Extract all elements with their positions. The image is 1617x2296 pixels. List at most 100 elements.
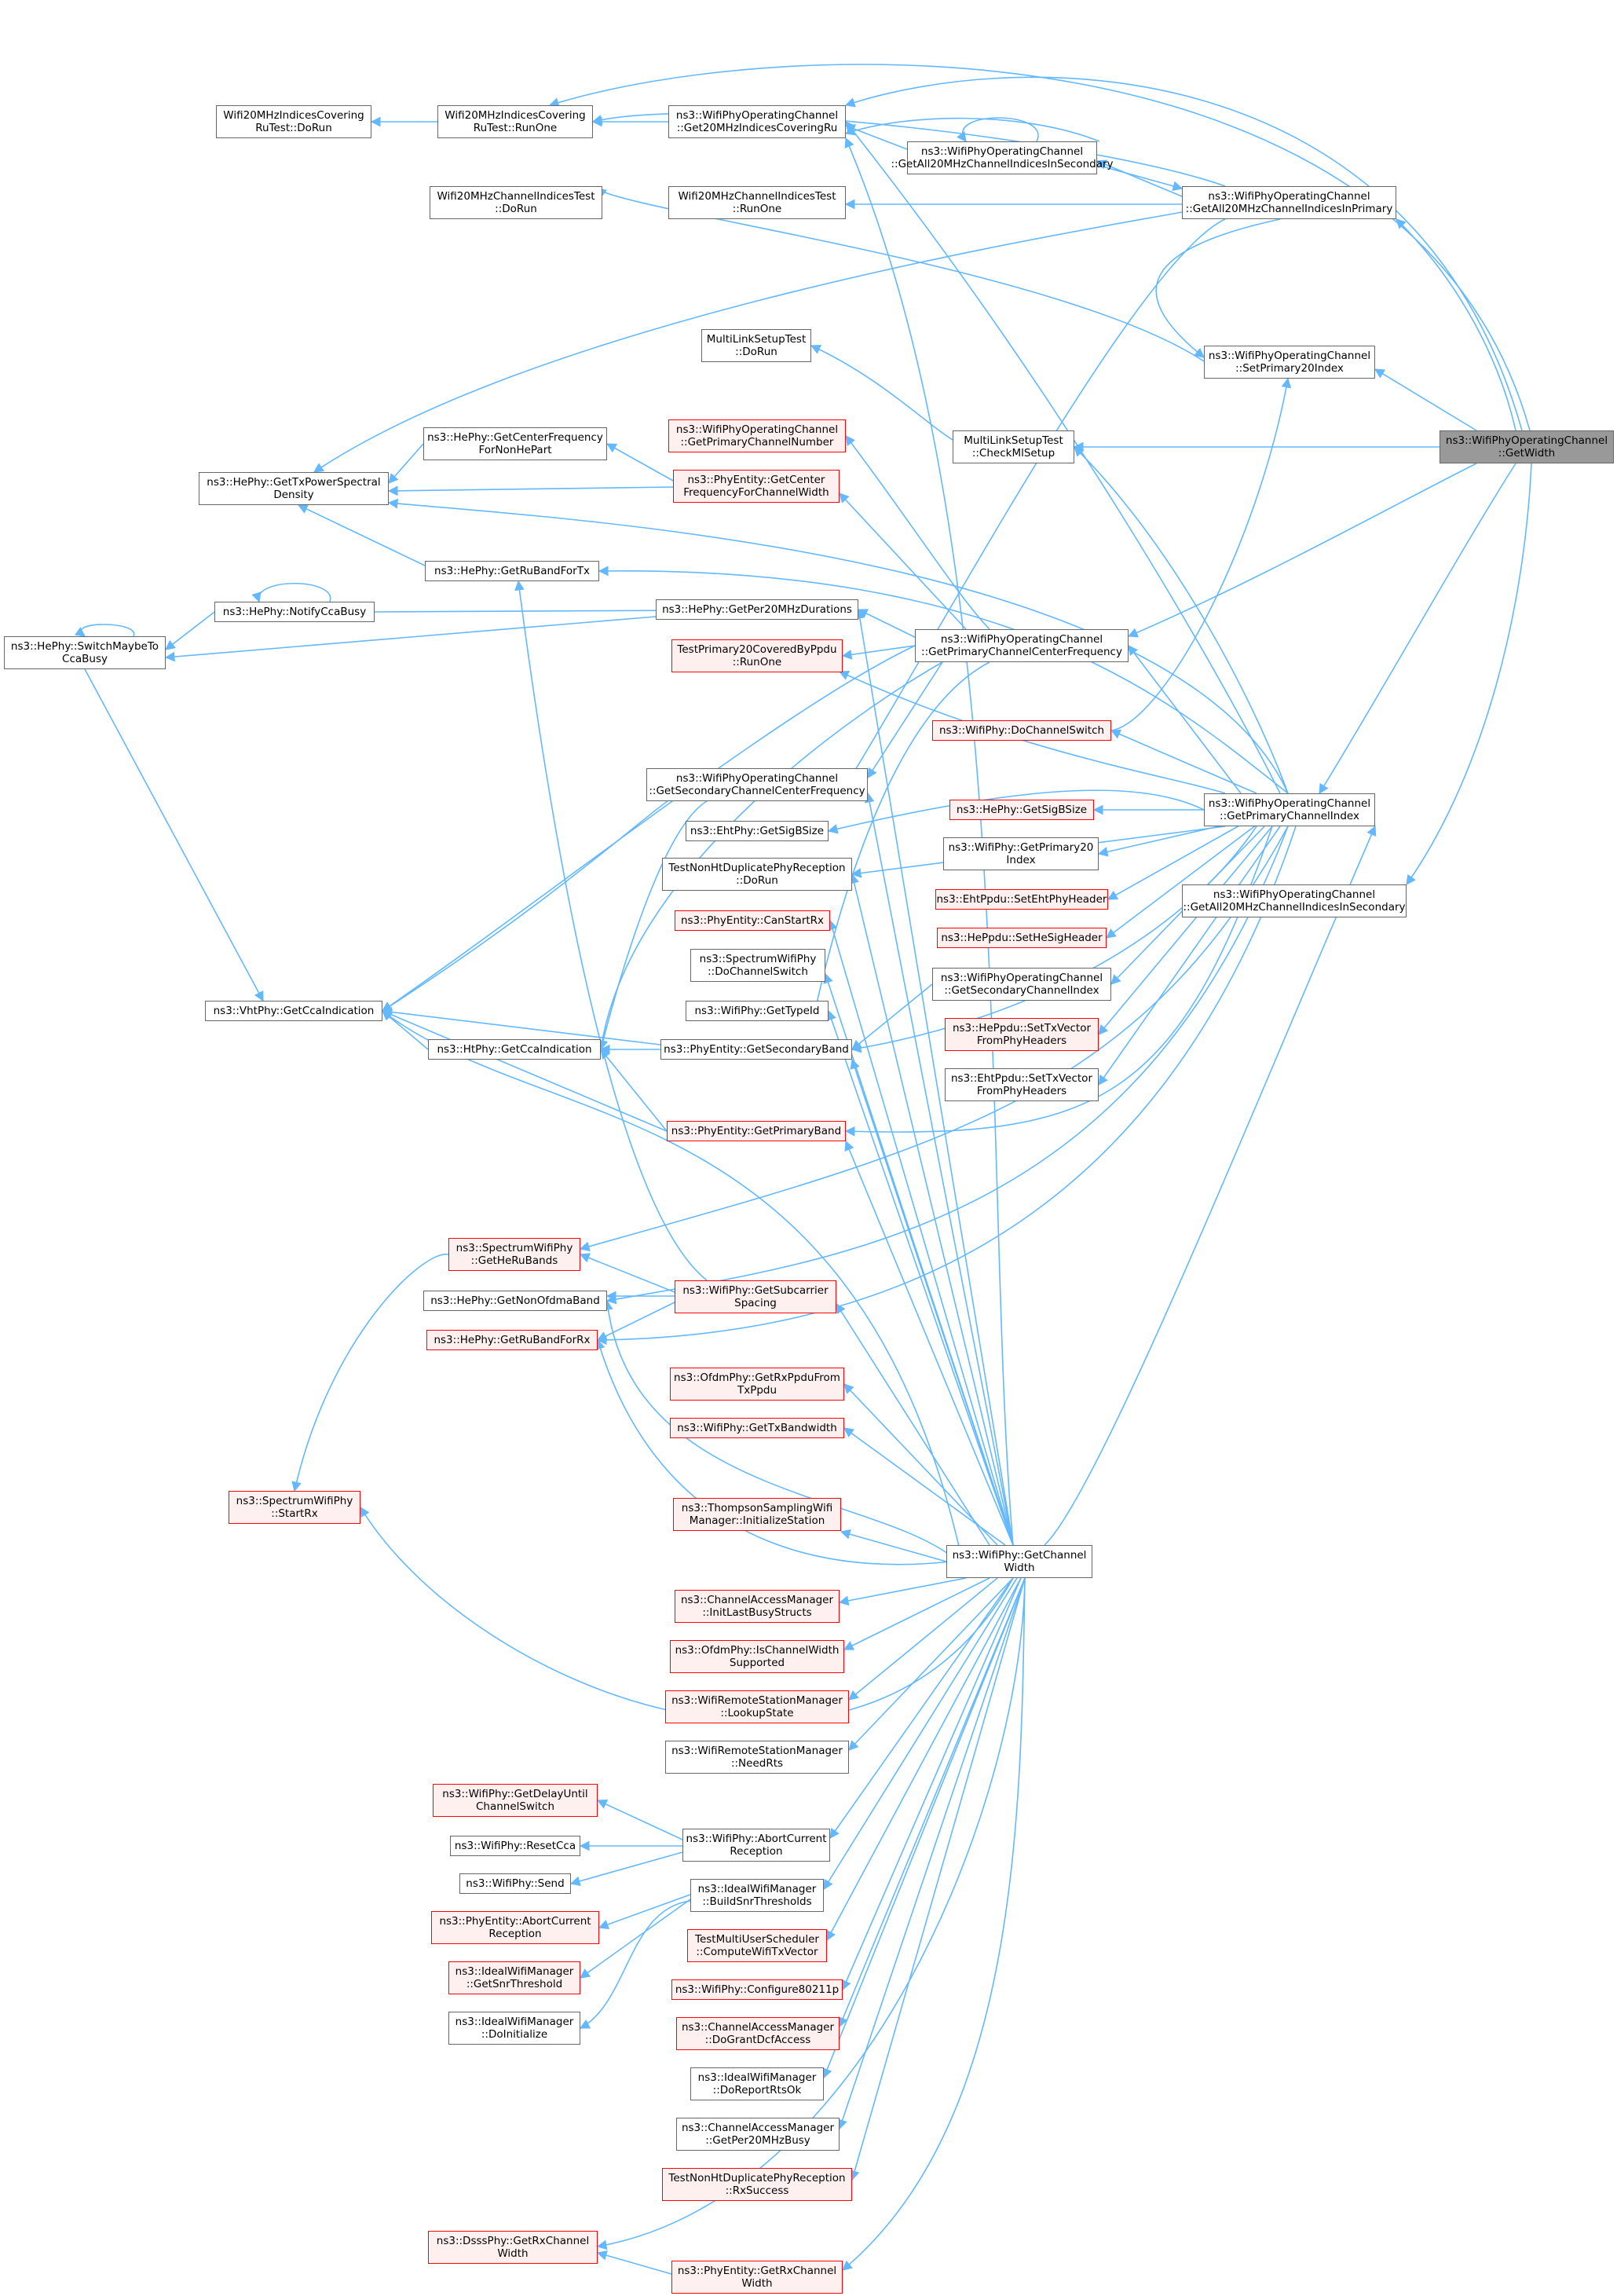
node-label: ns3::WifiPhy::GetTxBandwidth: [677, 1422, 837, 1434]
node-wifiphy-txbw[interactable]: ns3::WifiPhy::GetTxBandwidth: [670, 1418, 844, 1438]
call-edge: [600, 1049, 668, 1132]
node-specphy-dochsw[interactable]: ns3::SpectrumWifiPhy ::DoChannelSwitch: [690, 949, 825, 982]
node-wifiphy-abort[interactable]: ns3::WifiPhy::AbortCurrent Reception: [682, 1829, 830, 1862]
node-label: MultiLinkSetupTest: [964, 434, 1063, 447]
node-w20ch-runone[interactable]: Wifi20MHzChannelIndicesTest ::RunOne: [668, 186, 846, 219]
node-ofdm-iscw[interactable]: ns3::OfdmPhy::IsChannelWidth Supported: [670, 1640, 844, 1673]
node-hephy-nonofdma[interactable]: ns3::HePhy::GetNonOfdmaBand: [423, 1291, 607, 1311]
node-vhtphy-cca[interactable]: ns3::VhtPhy::GetCcaIndication: [205, 1001, 382, 1021]
node-w20ru-dorun[interactable]: Wifi20MHzIndicesCovering RuTest::DoRun: [216, 105, 371, 138]
node-dsss-getrxcw[interactable]: ns3::DsssPhy::GetRxChannel Width: [428, 2231, 598, 2264]
node-mls-dorun[interactable]: MultiLinkSetupTest ::DoRun: [701, 329, 811, 362]
node-ideal-build[interactable]: ns3::IdealWifiManager ::BuildSnrThreshol…: [690, 1879, 824, 1912]
node-wifiphy-dochsw[interactable]: ns3::WifiPhy::DoChannelSwitch: [932, 720, 1111, 741]
call-edge: [579, 1899, 691, 1979]
node-hephy-cfnonhe[interactable]: ns3::HePhy::GetCenterFrequency ForNonHeP…: [423, 427, 607, 460]
node-getall20sec-b[interactable]: ns3::WifiPhyOperatingChannel ::GetAll20M…: [1182, 884, 1407, 917]
call-edge: [1096, 164, 1183, 192]
call-edge: [838, 670, 1226, 794]
node-hephy-sigb[interactable]: ns3::HePhy::GetSigBSize: [949, 800, 1094, 820]
node-hephy-per20[interactable]: ns3::HePhy::GetPer20MHzDurations: [656, 599, 858, 620]
node-wifiphy-typeid[interactable]: ns3::WifiPhy::GetTypeId: [686, 1001, 829, 1021]
node-ideal-reportrts[interactable]: ns3::IdealWifiManager ::DoReportRtsOk: [690, 2067, 824, 2100]
call-edge: [1107, 824, 1242, 900]
node-specphy-startrx[interactable]: ns3::SpectrumWifiPhy ::StartRx: [229, 1491, 360, 1524]
call-edge: [845, 120, 1281, 794]
call-edge: [836, 1302, 990, 1546]
node-testnonht-rx[interactable]: TestNonHtDuplicatePhyReception ::RxSucce…: [662, 2168, 852, 2201]
call-edge: [837, 1577, 1026, 2130]
node-label: ns3::IdealWifiManager: [697, 2071, 817, 2084]
node-getwidth-line2: ::GetWidth: [1498, 447, 1556, 460]
node-get20cov[interactable]: ns3::WifiPhyOperatingChannel ::Get20MHzI…: [668, 105, 846, 138]
node-heppdu-settx[interactable]: ns3::HePpdu::SetTxVector FromPhyHeaders: [945, 1018, 1099, 1051]
node-phyent-cfcw[interactable]: ns3::PhyEntity::GetCenter FrequencyForCh…: [673, 470, 840, 503]
node-mls-check[interactable]: MultiLinkSetupTest ::CheckMlSetup: [953, 430, 1074, 463]
node-label: ns3::PhyEntity::GetPrimaryBand: [671, 1125, 842, 1137]
node-phyent-abort[interactable]: ns3::PhyEntity::AbortCurrent Reception: [431, 1911, 599, 1944]
node-wifiphy-resetcca[interactable]: ns3::WifiPhy::ResetCca: [450, 1836, 580, 1856]
node-phyent-getrxcw[interactable]: ns3::PhyEntity::GetRxChannel Width: [671, 2261, 843, 2294]
node-getprimcf[interactable]: ns3::WifiPhyOperatingChannel ::GetPrimar…: [915, 629, 1129, 662]
node-label: ns3::WifiPhy::ResetCca: [454, 1840, 576, 1852]
node-getall20sec-a[interactable]: ns3::WifiPhyOperatingChannel ::GetAll20M…: [891, 141, 1114, 174]
node-hephy-rubandrx[interactable]: ns3::HePhy::GetRuBandForRx: [426, 1330, 598, 1350]
node-hephy-rubandtx[interactable]: ns3::HePhy::GetRuBandForTx: [425, 561, 599, 581]
node-w20ch-dorun[interactable]: Wifi20MHzChannelIndicesTest ::DoRun: [430, 186, 602, 219]
node-w20ru-runone[interactable]: Wifi20MHzIndicesCovering RuTest::RunOne: [437, 105, 593, 138]
node-hephy-switch[interactable]: ns3::HePhy::SwitchMaybeTo CcaBusy: [4, 636, 166, 669]
node-wrsm-needrts[interactable]: ns3::WifiRemoteStationManager ::NeedRts: [665, 1741, 849, 1774]
call-edge: [850, 1577, 1026, 2181]
node-testnonht-dorun[interactable]: TestNonHtDuplicatePhyReception ::DoRun: [662, 858, 852, 891]
node-wifiphy-send[interactable]: ns3::WifiPhy::Send: [459, 1873, 571, 1894]
node-setpri20[interactable]: ns3::WifiPhyOperatingChannel ::SetPrimar…: [1204, 346, 1375, 379]
node-wifiphy-getcw[interactable]: ns3::WifiPhy::GetChannel Width: [946, 1545, 1092, 1578]
call-edge: [548, 64, 1531, 431]
call-edge: [823, 972, 1014, 1546]
node-wifiphy-cfg[interactable]: ns3::WifiPhy::Configure80211p: [671, 1979, 843, 2000]
node-label: ns3::WifiPhyOperatingChannel: [675, 109, 839, 122]
node-getseccf[interactable]: ns3::WifiPhyOperatingChannel ::GetSecond…: [646, 768, 868, 801]
node-specphy-heru[interactable]: ns3::SpectrumWifiPhy ::GetHeRuBands: [448, 1238, 580, 1271]
node-ideal-doinit[interactable]: ns3::IdealWifiManager ::DoInitialize: [448, 2012, 580, 2045]
call-edge: [602, 1299, 951, 1556]
node-cam-initlast[interactable]: ns3::ChannelAccessManager ::InitLastBusy…: [675, 1590, 840, 1623]
node-ofdm-getrx[interactable]: ns3::OfdmPhy::GetRxPpduFrom TxPpdu: [670, 1368, 844, 1401]
node-getsecidx[interactable]: ns3::WifiPhyOperatingChannel ::GetSecond…: [932, 968, 1111, 1001]
node-hephy-txpsd[interactable]: ns3::HePhy::GetTxPowerSpectral Density: [199, 472, 389, 505]
node-wifiphy-delay[interactable]: ns3::WifiPhy::GetDelayUntil ChannelSwitc…: [433, 1784, 598, 1817]
call-edge: [810, 345, 953, 441]
node-wifiphy-subc[interactable]: ns3::WifiPhy::GetSubcarrier Spacing: [675, 1280, 836, 1313]
node-label: Wifi20MHzChannelIndicesTest: [437, 190, 595, 203]
node-thompson[interactable]: ns3::ThompsonSamplingWifi Manager::Initi…: [673, 1498, 841, 1531]
node-ehtppdu-settx[interactable]: ns3::EhtPpdu::SetTxVector FromPhyHeaders: [945, 1068, 1099, 1101]
node-ehtphy-sigb[interactable]: ns3::EhtPhy::GetSigBSize: [686, 821, 829, 841]
node-label: ns3::WifiPhy::GetPrimary20: [948, 841, 1094, 854]
node-ideal-getsnr[interactable]: ns3::IdealWifiManager ::GetSnrThreshold: [448, 1961, 580, 1994]
node-getprimchnum[interactable]: ns3::WifiPhyOperatingChannel ::GetPrimar…: [668, 419, 846, 452]
node-cam-per20[interactable]: ns3::ChannelAccessManager ::GetPer20MHzB…: [676, 2118, 840, 2151]
node-label: ::ComputeWifiTxVector: [696, 1946, 818, 1958]
node-getprim20[interactable]: ns3::WifiPhy::GetPrimary20 Index: [943, 837, 1099, 870]
node-getall20pri[interactable]: ns3::WifiPhyOperatingChannel ::GetAll20M…: [1182, 186, 1396, 219]
node-label: ::DoInitialize: [481, 2028, 548, 2041]
node-phyent-primband[interactable]: ns3::PhyEntity::GetPrimaryBand: [667, 1121, 846, 1141]
call-edge: [838, 1577, 967, 1606]
call-edge: [867, 661, 943, 779]
node-cam-grant[interactable]: ns3::ChannelAccessManager ::DoGrantDcfAc…: [676, 2017, 840, 2050]
node-getprimidx[interactable]: ns3::WifiPhyOperatingChannel ::GetPrimar…: [1204, 793, 1375, 826]
node-heppdu-sethdr[interactable]: ns3::HePpdu::SetHeSigHeader: [937, 928, 1107, 948]
node-testprim20[interactable]: TestPrimary20CoveredByPpdu ::RunOne: [671, 639, 843, 672]
node-ehtppdu-sethdr[interactable]: ns3::EhtPpdu::SetEhtPhyHeader: [935, 889, 1108, 910]
call-edge: [596, 2250, 672, 2275]
call-edge: [1110, 377, 1292, 731]
node-wrsm-lookup[interactable]: ns3::WifiRemoteStationManager ::LookupSt…: [665, 1690, 849, 1723]
node-phyent-canrx[interactable]: ns3::PhyEntity::CanStartRx: [675, 910, 830, 931]
node-htphy-cca[interactable]: ns3::HtPhy::GetCcaIndication: [428, 1039, 601, 1060]
call-edge: [843, 1383, 998, 1546]
node-hephy-ccabusy[interactable]: ns3::HePhy::NotifyCcaBusy: [214, 602, 375, 622]
node-phyent-secband[interactable]: ns3::PhyEntity::GetSecondaryBand: [660, 1039, 852, 1060]
node-label: ns3::HtPhy::GetCcaIndication: [437, 1043, 592, 1056]
call-edge: [598, 800, 708, 1051]
node-testmus[interactable]: TestMultiUserScheduler ::ComputeWifiTxVe…: [687, 1929, 827, 1962]
